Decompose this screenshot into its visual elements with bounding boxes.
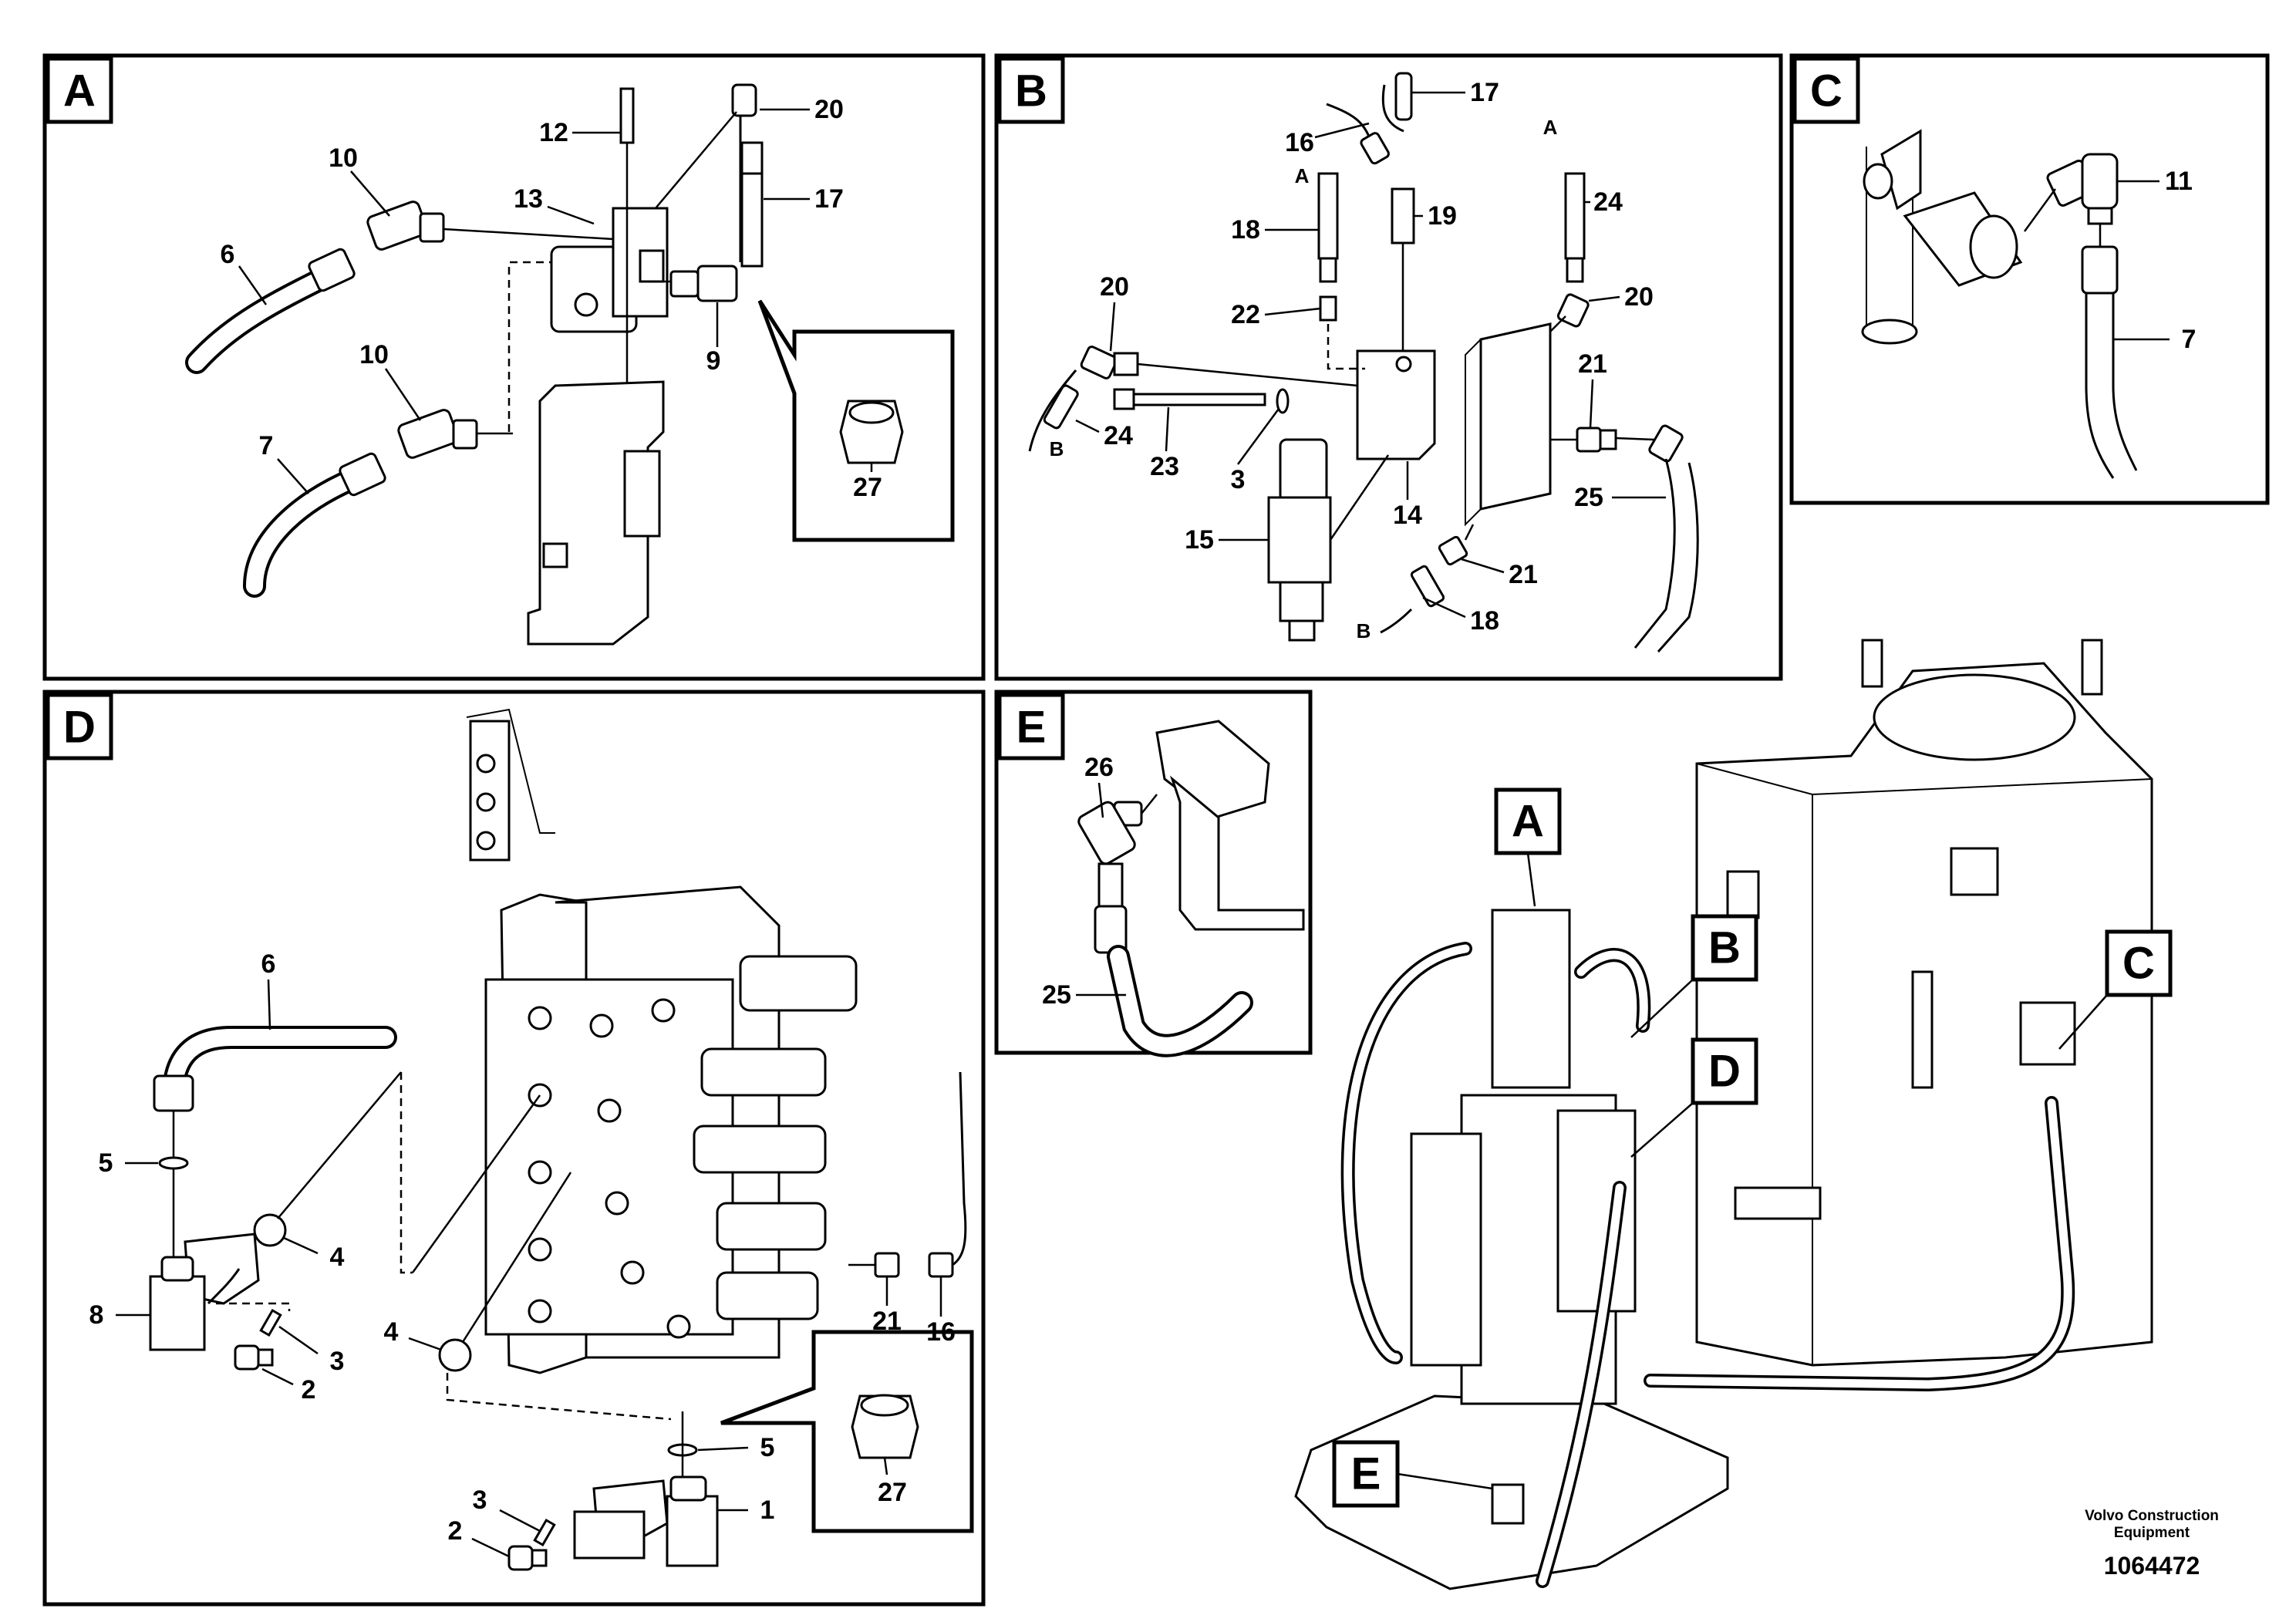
callout-b-24-right: 24 xyxy=(1593,187,1623,217)
callout-a-12: 12 xyxy=(539,118,568,147)
overview-label-b: B xyxy=(1708,923,1741,973)
callout-b-b-left: B xyxy=(1050,437,1064,460)
callout-d-3-left: 3 xyxy=(330,1347,345,1376)
callout-b-20-right: 20 xyxy=(1624,282,1654,312)
callout-d-6: 6 xyxy=(261,949,276,979)
callout-b-23: 23 xyxy=(1150,452,1179,481)
callout-b-a-right: A xyxy=(1543,116,1558,139)
callout-b-15: 15 xyxy=(1185,525,1214,555)
callout-d-16: 16 xyxy=(926,1317,956,1347)
callout-b-20-left: 20 xyxy=(1100,272,1129,302)
panel-a-label: A xyxy=(63,66,96,116)
callout-d-4-left: 4 xyxy=(330,1243,345,1272)
panel-a: A xyxy=(42,53,986,681)
panel-e-label: E xyxy=(1017,703,1047,753)
panel-d-label: D xyxy=(63,703,96,753)
callout-a-13: 13 xyxy=(514,184,543,214)
callout-d-1: 1 xyxy=(760,1496,775,1525)
machine-overview: A B C D E xyxy=(1294,639,2173,1590)
callout-b-19: 19 xyxy=(1428,201,1457,231)
overview-label-e: E xyxy=(1351,1449,1381,1499)
footer-company: Volvo Construction Equipment xyxy=(2052,1508,2252,1542)
callout-b-24-left: 24 xyxy=(1104,421,1133,450)
callout-a-10-bottom: 10 xyxy=(359,340,389,369)
callout-d-5-left: 5 xyxy=(99,1148,113,1178)
overview-label-c: C xyxy=(2122,939,2155,989)
callout-b-25: 25 xyxy=(1574,483,1603,512)
callout-a-9: 9 xyxy=(706,346,721,376)
callout-b-16: 16 xyxy=(1285,128,1314,157)
callout-a-17: 17 xyxy=(814,184,844,214)
overview-label-d: D xyxy=(1708,1047,1741,1097)
callout-b-14: 14 xyxy=(1393,501,1422,530)
callout-d-8: 8 xyxy=(89,1300,104,1330)
panel-c-label: C xyxy=(1810,66,1843,116)
callout-a-7: 7 xyxy=(259,431,274,460)
overview-label-a: A xyxy=(1512,797,1544,847)
callout-a-10-top: 10 xyxy=(329,143,358,173)
panel-b-label: B xyxy=(1015,66,1047,116)
callout-b-22: 22 xyxy=(1231,300,1260,329)
callout-a-27: 27 xyxy=(853,473,882,502)
callout-b-3: 3 xyxy=(1231,465,1246,494)
callout-d-3-right: 3 xyxy=(473,1485,487,1515)
callout-b-18-bottom: 18 xyxy=(1470,606,1499,636)
callout-a-6: 6 xyxy=(221,240,235,269)
callout-d-4-right: 4 xyxy=(384,1317,399,1347)
footer-company-line2: Equipment xyxy=(2113,1525,2190,1541)
panel-d: D xyxy=(42,690,986,1607)
panel-c: C 11 7 xyxy=(1789,53,2270,505)
callout-d-21: 21 xyxy=(872,1307,902,1336)
callout-d-27: 27 xyxy=(878,1478,907,1507)
callout-b-21-bottom: 21 xyxy=(1509,560,1538,589)
footer-company-line1: Volvo Construction xyxy=(2085,1508,2219,1524)
callout-d-2-left: 2 xyxy=(302,1375,316,1404)
callout-b-18-top: 18 xyxy=(1231,215,1260,244)
callout-d-2-right: 2 xyxy=(448,1516,463,1546)
callout-b-a-top: A xyxy=(1295,164,1310,187)
callout-c-7: 7 xyxy=(2182,325,2197,354)
callout-b-b-bottom: B xyxy=(1357,619,1371,642)
panel-e: E 26 25 xyxy=(994,690,1313,1057)
callout-e-25: 25 xyxy=(1042,980,1071,1010)
panel-b: B xyxy=(994,53,1783,681)
callout-e-26: 26 xyxy=(1084,753,1114,782)
footer-drawing-number: 1064472 xyxy=(2103,1552,2200,1580)
callout-b-21-right: 21 xyxy=(1578,349,1607,379)
callout-b-17: 17 xyxy=(1470,78,1499,107)
callout-d-5-right: 5 xyxy=(760,1433,775,1462)
callout-a-20: 20 xyxy=(814,95,844,124)
callout-c-11: 11 xyxy=(2165,167,2193,196)
